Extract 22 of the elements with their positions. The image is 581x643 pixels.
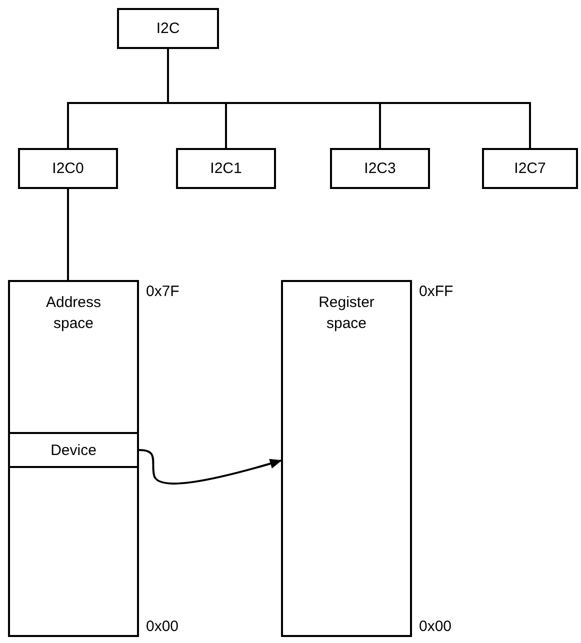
connector-line (67, 189, 69, 280)
bus-box (482, 148, 578, 189)
bus-box (117, 8, 219, 49)
bus-box (18, 148, 118, 189)
memory-box (281, 280, 412, 637)
bus-box (330, 148, 430, 189)
memory-box (8, 280, 139, 637)
arrow (138, 449, 282, 485)
node-label: I2C7 (514, 159, 546, 179)
address-label: 0x00 (146, 618, 179, 635)
node-label: Device (50, 440, 96, 460)
node-label: I2C3 (364, 159, 396, 179)
node-label: Register space (318, 293, 376, 334)
node-label: Address space (44, 293, 102, 334)
node-label: I2C (156, 19, 180, 39)
device-band (8, 432, 139, 468)
address-label: 0xFF (419, 283, 454, 300)
node-label: I2C0 (52, 159, 84, 179)
address-label: 0x00 (419, 618, 452, 635)
address-label: 0x7F (146, 283, 180, 300)
node-label: I2C1 (210, 159, 242, 179)
bus-box (176, 148, 276, 189)
